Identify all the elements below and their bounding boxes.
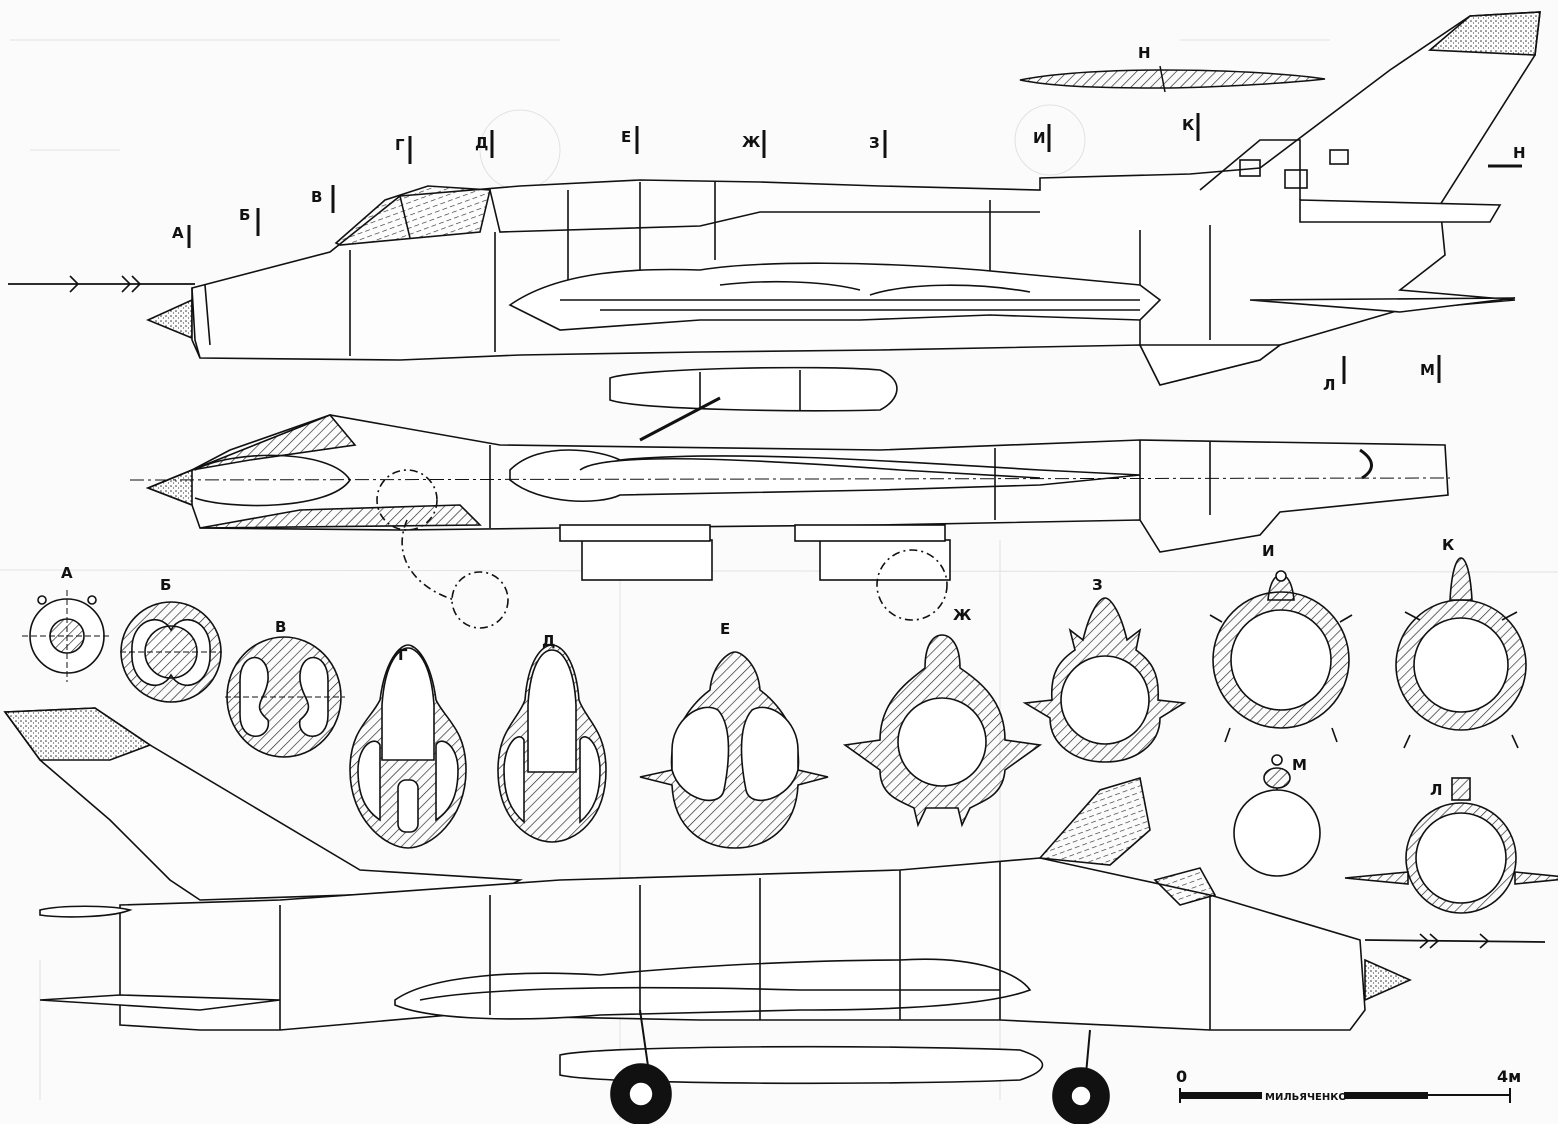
section-A [22, 590, 112, 682]
cross-sections [22, 557, 1558, 914]
landing-gear-wheels [610, 1063, 1110, 1124]
side-view-bottom [3, 707, 1546, 1086]
station-label-M: М [1420, 361, 1435, 379]
scale-end-label: 4м [1497, 1067, 1521, 1086]
section-label-I: И [1262, 542, 1275, 560]
section-label-M: М [1292, 756, 1307, 774]
section-label-E: Е [720, 620, 730, 638]
stabilizer-section [1019, 65, 1326, 93]
section-label-B: Б [160, 576, 171, 594]
plan-view [129, 414, 1451, 629]
station-label-Z: З [869, 134, 880, 152]
section-E [639, 651, 829, 849]
side-view-top [8, 11, 1541, 442]
station-label-E: Е [621, 128, 631, 146]
station-label-I: И [1033, 129, 1046, 147]
author-credit: МИЛЬЯЧЕНКО [1265, 1092, 1347, 1103]
station-label-Zh: Ж [742, 133, 761, 151]
station-label-K: К [1182, 116, 1195, 134]
section-label-D: Д [542, 632, 555, 650]
section-letters: А Б В Г Д Е Ж З И К М Л [61, 536, 1455, 799]
section-label-Z: З [1092, 576, 1103, 594]
station-label-V: В [311, 188, 322, 206]
section-Z [1022, 597, 1187, 763]
section-G [349, 644, 467, 849]
station-letters: А Б В Г Д Е Ж З И К Л М Н Н [172, 44, 1526, 394]
station-label-B: Б [239, 206, 250, 224]
section-label-Zh: Ж [953, 606, 972, 624]
section-L [1344, 777, 1558, 914]
section-I [1209, 570, 1353, 743]
scale-start-label: 0 [1176, 1067, 1187, 1086]
station-label-A: А [172, 224, 184, 242]
station-ticks [187, 113, 1522, 384]
section-V [225, 636, 345, 758]
section-D [497, 644, 607, 843]
section-B [120, 601, 222, 703]
section-label-A: А [61, 564, 73, 582]
section-label-V: В [275, 618, 286, 636]
scale-bar: 0 4м МИЛЬЯЧЕНКО [1176, 1067, 1521, 1103]
section-M [1233, 754, 1321, 877]
station-label-N-section: Н [1138, 44, 1151, 62]
section-K [1395, 557, 1527, 749]
section-label-G: Г [398, 646, 408, 664]
station-label-N-marker: Н [1513, 144, 1526, 162]
section-Zh [842, 634, 1043, 828]
section-label-K: К [1442, 536, 1455, 554]
station-label-D: Д [475, 134, 488, 152]
background-ghost-lines [0, 39, 1558, 1120]
section-label-L: Л [1430, 781, 1442, 799]
station-label-G: Г [395, 136, 405, 154]
station-label-L: Л [1323, 376, 1335, 394]
